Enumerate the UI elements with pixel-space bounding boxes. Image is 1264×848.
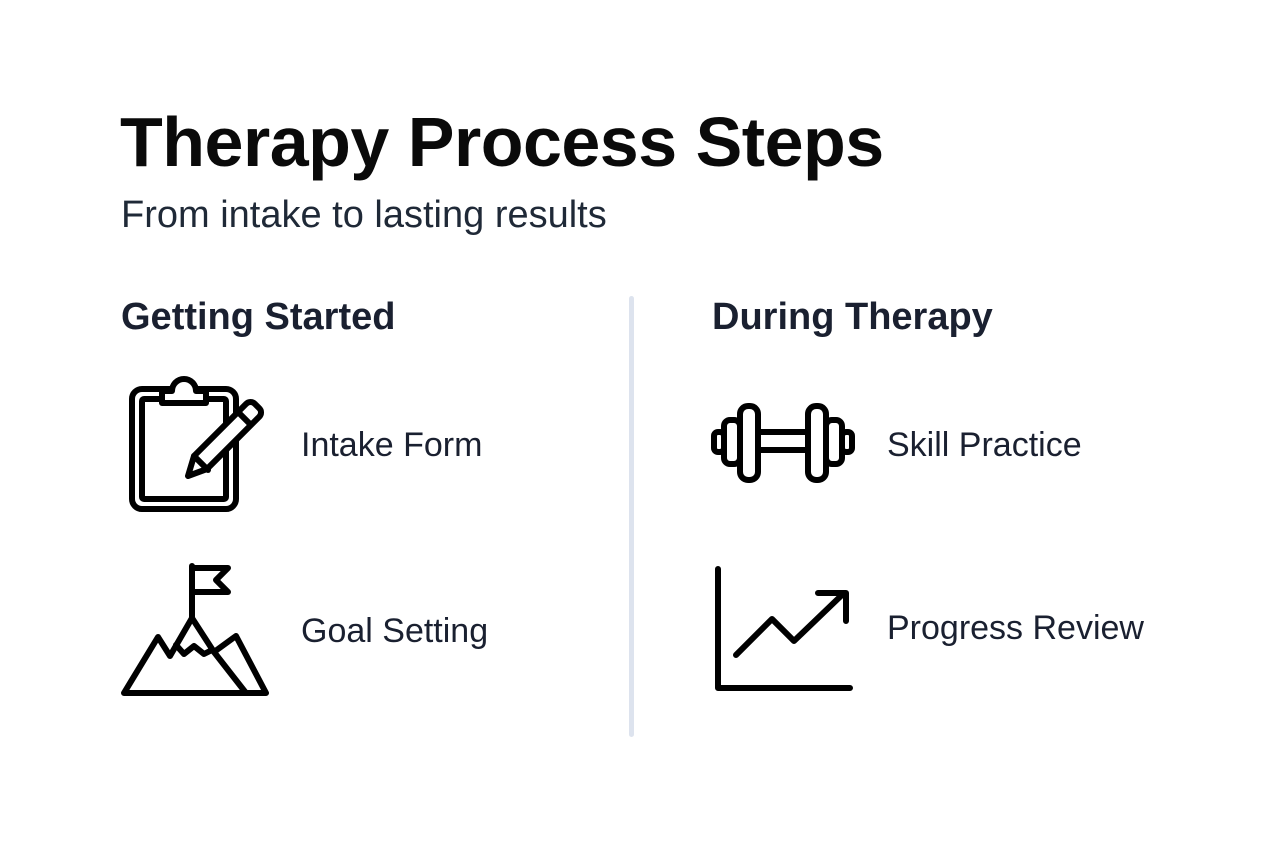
section-title-during-therapy: During Therapy: [712, 296, 993, 338]
trending-chart-icon: [710, 563, 860, 698]
step-label-intake-form: Intake Form: [301, 426, 483, 464]
step-label-skill-practice: Skill Practice: [887, 426, 1082, 464]
step-label-goal-setting: Goal Setting: [301, 612, 489, 650]
dumbbell-icon: [708, 400, 858, 490]
page-title: Therapy Process Steps: [120, 103, 884, 181]
step-label-progress-review: Progress Review: [887, 609, 1144, 647]
section-title-getting-started: Getting Started: [121, 296, 396, 338]
page-subtitle: From intake to lasting results: [121, 194, 607, 236]
mountain-flag-icon: [118, 560, 273, 700]
clipboard-pencil-icon: [120, 370, 270, 520]
column-divider: [629, 296, 634, 737]
